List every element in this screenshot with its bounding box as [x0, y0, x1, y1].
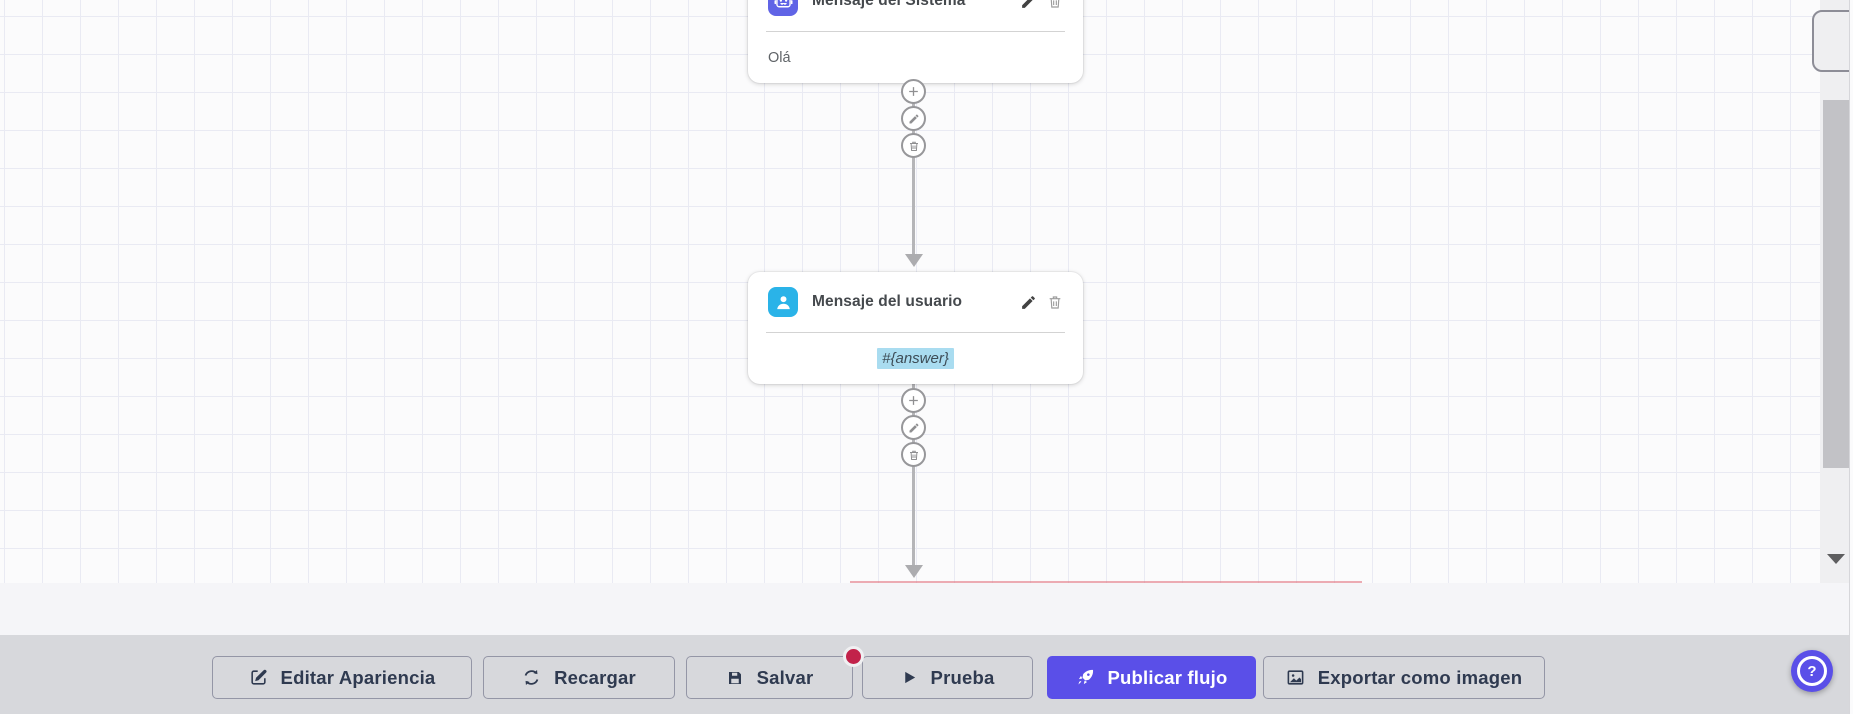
node-header: Mensaje del Sistema — [748, 0, 1083, 31]
button-label: Salvar — [756, 666, 814, 688]
connector-actions — [901, 388, 926, 467]
button-label: Editar Apariencia — [280, 666, 436, 688]
publish-flow-button[interactable]: Publicar flujo — [1047, 656, 1256, 699]
scrollbar-thumb[interactable] — [1823, 100, 1849, 468]
user-icon — [768, 287, 798, 317]
edit-node-icon[interactable] — [1020, 294, 1037, 311]
add-node-button[interactable] — [901, 79, 926, 104]
node-body-text: Olá — [768, 49, 791, 66]
button-label: Recargar — [554, 666, 636, 688]
connector-line — [912, 380, 915, 566]
help-button[interactable]: ? — [1791, 650, 1833, 692]
edit-connection-button[interactable] — [901, 106, 926, 131]
save-button[interactable]: Salvar — [686, 656, 853, 699]
alignment-guide — [850, 581, 1362, 583]
delete-connection-button[interactable] — [901, 442, 926, 467]
delete-connection-button[interactable] — [901, 133, 926, 158]
robot-icon — [768, 0, 798, 16]
button-label: Prueba — [930, 666, 995, 688]
edit-node-icon[interactable] — [1020, 0, 1037, 10]
delete-node-icon[interactable] — [1047, 294, 1063, 310]
button-label: Exportar como imagen — [1317, 666, 1523, 688]
variable-chip: #{answer} — [877, 348, 954, 369]
flow-canvas[interactable]: Mensaje del Sistema Olá — [0, 0, 1821, 583]
node-divider — [766, 332, 1065, 333]
add-node-button[interactable] — [901, 388, 926, 413]
connector-line — [912, 70, 915, 256]
reload-button[interactable]: Recargar — [483, 656, 675, 699]
edit-appearance-button[interactable]: Editar Apariencia — [212, 656, 472, 699]
node-user-message[interactable]: Mensaje del usuario #{answer} — [748, 272, 1083, 384]
question-mark-icon: ? — [1797, 656, 1827, 686]
node-header: Mensaje del usuario — [748, 272, 1083, 332]
edit-connection-button[interactable] — [901, 415, 926, 440]
test-button[interactable]: Prueba — [862, 656, 1033, 699]
button-label: Publicar flujo — [1107, 666, 1228, 688]
node-divider — [766, 31, 1065, 32]
node-title: Mensaje del usuario — [812, 293, 963, 310]
connector-arrow-icon — [905, 565, 923, 578]
unsaved-changes-badge — [843, 646, 864, 667]
export-image-button[interactable]: Exportar como imagen — [1263, 656, 1545, 699]
vertical-scrollbar[interactable] — [1820, 0, 1853, 583]
browser-scrollbar-edge — [1849, 0, 1853, 714]
rocket-icon — [1077, 669, 1093, 685]
connector-arrow-icon — [905, 254, 923, 267]
delete-node-icon[interactable] — [1047, 0, 1063, 9]
scroll-down-arrow-icon[interactable] — [1827, 554, 1845, 564]
node-title: Mensaje del Sistema — [812, 0, 966, 9]
bottom-toolbar: Editar Apariencia Recargar Salvar Prueba — [0, 635, 1853, 714]
minimap-panel[interactable] — [1812, 10, 1853, 72]
node-system-message[interactable]: Mensaje del Sistema Olá — [748, 0, 1083, 83]
connector-actions — [901, 79, 926, 158]
